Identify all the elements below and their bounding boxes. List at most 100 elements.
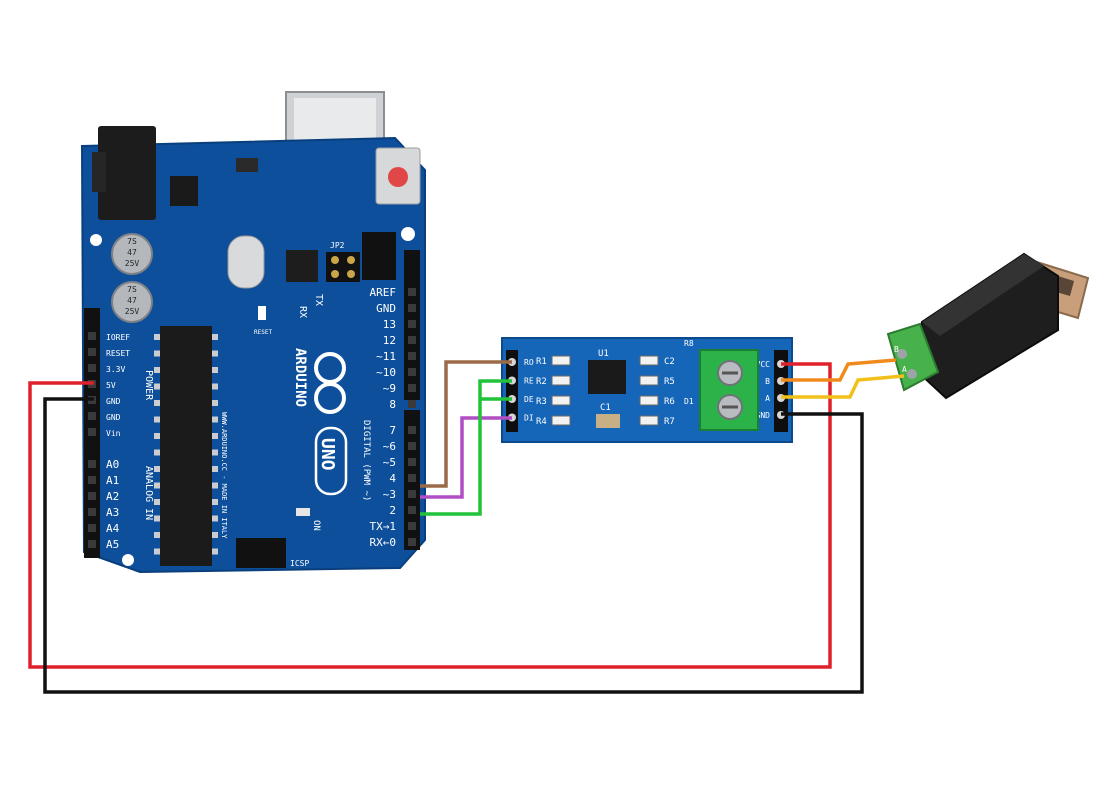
icsp-header-bottom [236,538,286,568]
rs485-right-pin-label: B [765,377,770,386]
tx-label: TX [313,294,324,306]
chip-pin [154,515,160,522]
power-header-label: POWER [143,370,154,401]
adapter-terminal-a: A [902,365,907,374]
uno-badge [314,426,348,496]
resistor-label: R2 [536,377,547,387]
r8-label: R8 [684,339,694,348]
pin-label: 5V [106,381,116,390]
adapter-body-top [922,254,1044,336]
jp2-label: JP2 [330,241,345,250]
chip-pin [154,449,160,456]
chip-pin [154,416,160,423]
header-pin [408,400,416,408]
rs485-left-pin-label: RO [524,358,534,367]
smd-resistor [551,415,571,426]
chip-pin [212,350,218,357]
smd-component [639,355,659,366]
component-label: R6 [664,397,675,407]
header-pin [88,508,96,516]
smd-resistor [551,395,571,406]
header-pin [88,524,96,532]
reset-text: RESET [254,329,272,336]
cap1-label: 7S [127,237,137,246]
arduino-footer: WWW.ARDUINO.CC - MADE IN ITALY [220,412,228,539]
pin-label: GND [106,397,121,406]
atmega-chip-pins [154,334,218,555]
adapter-terminal-block [886,322,940,392]
rs485-left-pin-label: DE [524,395,534,404]
smd-component [639,395,659,406]
smd-resistor [551,375,571,386]
header-pin [88,492,96,500]
analog-header-label: ANALOG IN [143,466,154,520]
dc-jack [98,126,156,220]
header-pin [88,412,96,420]
pin-label: TX→1 [370,520,397,533]
on-led [296,508,310,516]
rs485-right-pin-label: A [765,394,770,403]
pin-label: ~5 [383,456,396,469]
smd-resistor [551,355,571,366]
pin-label: ~3 [383,488,396,501]
wire-6 [781,358,897,382]
cap2-label: 25V [125,307,140,316]
pin-label: 2 [389,504,396,517]
pin-label: RESET [106,349,130,358]
header-pin [88,348,96,356]
rs485-right-pin-label: GND [756,411,771,420]
header-pin [88,460,96,468]
chip-pin [212,416,218,423]
header-pin [88,476,96,484]
chip-pin [154,350,160,357]
wire-3 [420,360,512,488]
resistor-label: R4 [536,417,547,427]
rx-label: RX [297,306,308,318]
header-pin [408,304,416,312]
header-pin [408,538,416,546]
atmega-chip [160,326,212,566]
c1-label: C1 [600,403,611,413]
crystal-oscillator [227,235,265,289]
adapter-screw [897,349,907,359]
pin-label: 13 [383,318,396,331]
reset-button-cap [388,167,408,187]
header-pin [408,458,416,466]
header-pin [408,384,416,392]
usb-rs485-adapter: B A [886,252,1090,400]
dc-jack-side [92,152,106,192]
chip-pin [212,383,218,390]
chip-pin [212,466,218,472]
pin-label: A4 [106,522,120,535]
chip-pin [154,482,160,489]
adapter-terminal-b: B [894,345,899,354]
mounting-hole [122,554,134,566]
chip-pin [212,532,218,538]
arduino-logo [314,352,346,414]
cap2-label: 7S [127,285,137,294]
component-label: C2 [664,357,675,367]
chip-pin [212,499,218,505]
on-label: ON [311,520,321,531]
component-label: R7 [664,417,675,427]
smd-component [639,375,659,386]
jp2-header: JP2 [326,241,360,282]
header-pin [88,428,96,436]
pin-label: ~9 [383,382,396,395]
component-label: R5 [664,377,675,387]
pin-label: Vin [106,429,121,438]
pin-label: 4 [389,472,396,485]
voltage-regulator [170,176,198,206]
pin-label: GND [106,413,121,422]
chip-pin [212,515,218,522]
chip-pin [154,499,160,505]
chip-pin [212,482,218,489]
resistor-label: R1 [536,357,547,367]
pin-label: 7 [389,424,396,437]
header-pin [408,506,416,514]
pin-label: ~11 [376,350,396,363]
